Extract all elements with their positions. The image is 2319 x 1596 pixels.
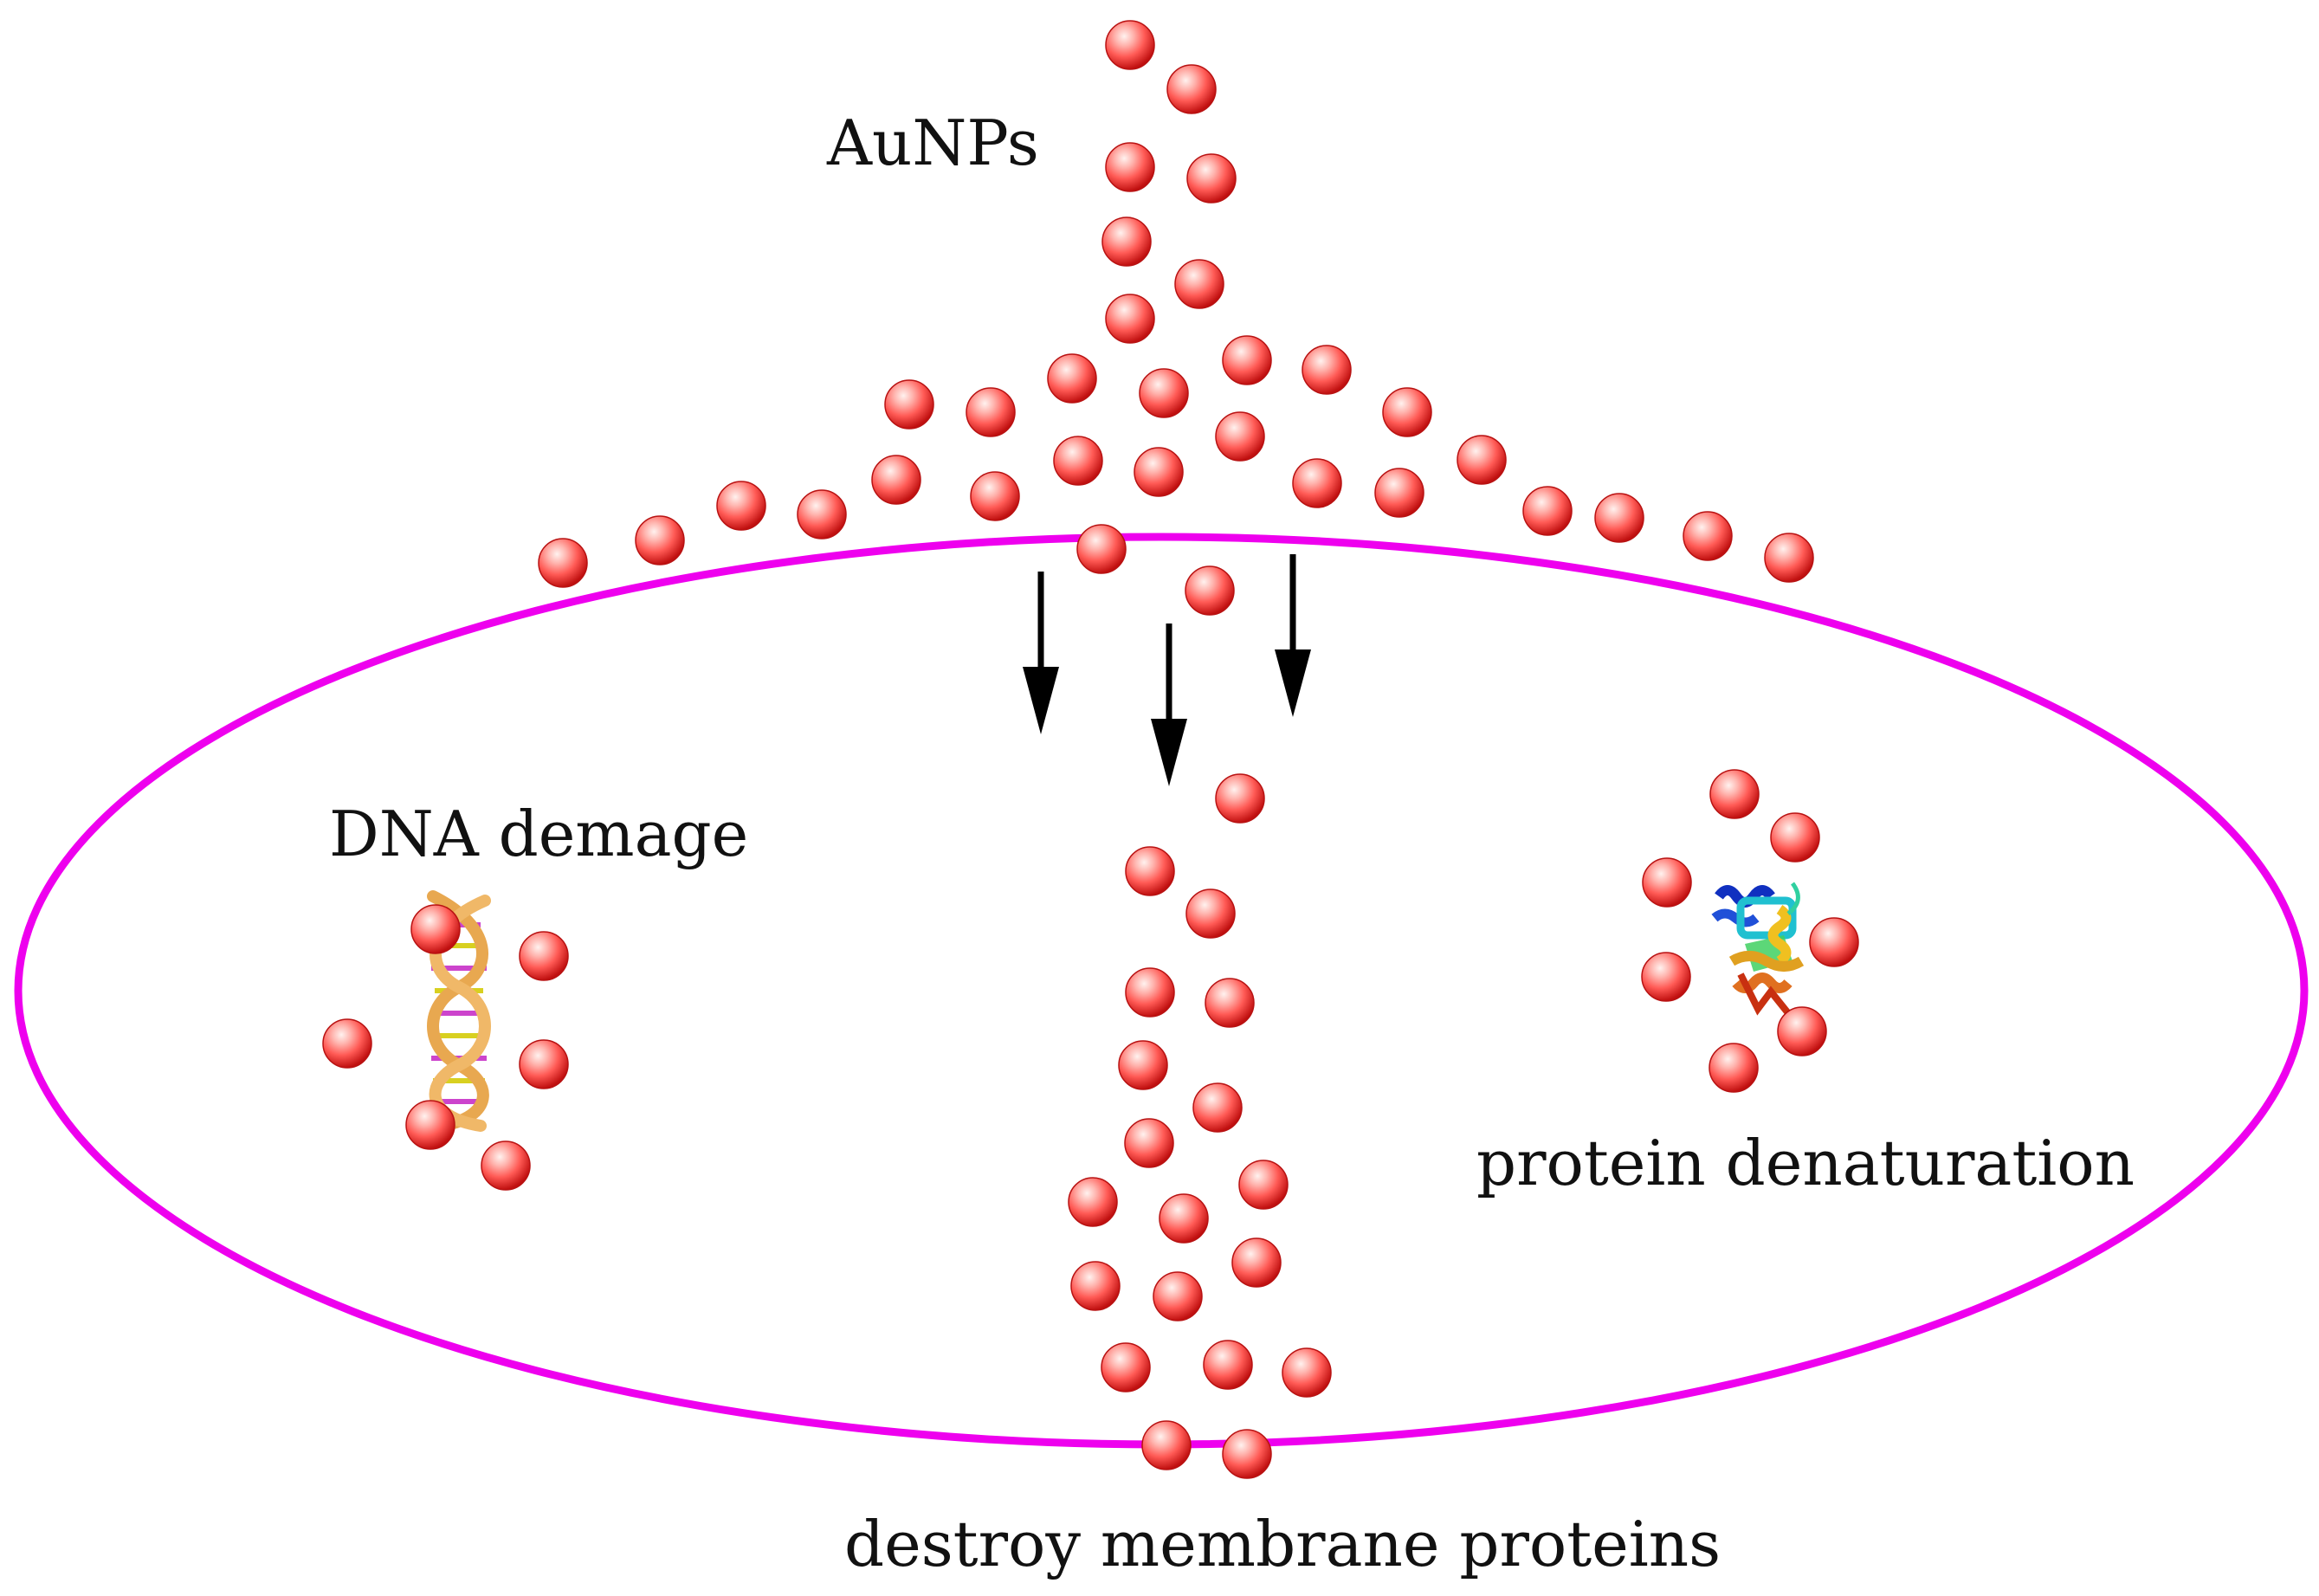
- gold-nanoparticle-icon: [1053, 436, 1103, 486]
- gold-nanoparticle-icon: [1374, 468, 1424, 518]
- gold-nanoparticle-icon: [1141, 1420, 1192, 1470]
- gold-nanoparticle-icon: [1153, 1271, 1203, 1321]
- gold-nanoparticle-icon: [1282, 1347, 1332, 1398]
- aunps-label: AuNPs: [826, 107, 1039, 179]
- gold-nanoparticle-icon: [1222, 335, 1272, 385]
- gold-nanoparticle-icon: [1292, 458, 1342, 508]
- gold-nanoparticle-icon: [1105, 294, 1155, 344]
- gold-nanoparticle-icon: [322, 1018, 372, 1069]
- gold-nanoparticle-icon: [1709, 1043, 1759, 1093]
- gold-nanoparticle-icon: [1594, 493, 1644, 543]
- dna-damage-label: DNA demage: [329, 798, 748, 870]
- gold-nanoparticle-icon: [1105, 142, 1155, 192]
- gold-nanoparticle-icon: [1222, 1429, 1272, 1479]
- gold-nanoparticle-icon: [1641, 952, 1691, 1002]
- gold-nanoparticle-icon: [1764, 533, 1814, 583]
- gold-nanoparticle-icon: [1166, 64, 1217, 114]
- gold-nanoparticle-icon: [1125, 967, 1175, 1018]
- membrane-proteins-label: destroy membrane proteins: [844, 1508, 1721, 1580]
- gold-nanoparticle-icon: [1159, 1193, 1209, 1244]
- gold-nanoparticle-icon: [1770, 812, 1820, 863]
- gold-nanoparticle-icon: [970, 471, 1020, 521]
- gold-nanoparticle-icon: [1642, 857, 1692, 908]
- gold-nanoparticle-icon: [1125, 846, 1175, 896]
- gold-nanoparticle-icon: [1101, 1342, 1151, 1392]
- gold-nanoparticle-icon: [1382, 387, 1432, 437]
- gold-nanoparticle-icon: [884, 379, 934, 430]
- gold-nanoparticle-icon: [1302, 345, 1352, 395]
- gold-nanoparticle-icon: [1809, 917, 1859, 967]
- particle-group: [322, 20, 1859, 1479]
- gold-nanoparticle-icon: [635, 515, 685, 565]
- gold-nanoparticle-icon: [519, 931, 569, 981]
- gold-nanoparticle-icon: [797, 489, 847, 540]
- gold-nanoparticle-icon: [716, 481, 766, 531]
- down-arrow-icon: [1275, 554, 1311, 717]
- gold-nanoparticle-icon: [1457, 435, 1507, 485]
- gold-nanoparticle-icon: [1118, 1040, 1168, 1090]
- gold-nanoparticle-icon: [1215, 411, 1265, 462]
- gold-nanoparticle-icon: [1203, 1340, 1253, 1390]
- gold-nanoparticle-icon: [1231, 1237, 1282, 1288]
- gold-nanoparticle-icon: [1185, 565, 1235, 616]
- gold-nanoparticle-icon: [1777, 1006, 1827, 1056]
- gold-nanoparticle-icon: [1124, 1118, 1174, 1168]
- gold-nanoparticle-icon: [1709, 769, 1760, 819]
- gold-nanoparticle-icon: [1192, 1082, 1243, 1133]
- gold-nanoparticle-icon: [1076, 524, 1127, 574]
- gold-nanoparticle-icon: [1047, 353, 1097, 404]
- down-arrow-icon: [1151, 624, 1187, 786]
- gold-nanoparticle-icon: [871, 455, 921, 505]
- gold-nanoparticle-icon: [410, 904, 461, 954]
- gold-nanoparticle-icon: [481, 1140, 531, 1191]
- gold-nanoparticle-icon: [1215, 773, 1265, 824]
- gold-nanoparticle-icon: [1101, 216, 1152, 267]
- gold-nanoparticle-icon: [966, 387, 1016, 437]
- gold-nanoparticle-icon: [1522, 486, 1573, 536]
- gold-nanoparticle-icon: [1185, 888, 1236, 939]
- gold-nanoparticle-icon: [1205, 978, 1255, 1028]
- gold-nanoparticle-icon: [405, 1100, 455, 1150]
- gold-nanoparticle-icon: [1068, 1177, 1118, 1227]
- gold-nanoparticle-icon: [1105, 20, 1155, 70]
- gold-nanoparticle-icon: [1238, 1160, 1289, 1210]
- protein-denaturation-label: protein denaturation: [1476, 1127, 2135, 1199]
- gold-nanoparticle-icon: [1174, 259, 1224, 309]
- down-arrow-icon: [1023, 572, 1059, 734]
- gold-nanoparticle-icon: [1070, 1261, 1121, 1311]
- gold-nanoparticle-icon: [519, 1039, 569, 1089]
- gold-nanoparticle-icon: [1139, 368, 1189, 418]
- gold-nanoparticle-icon: [1186, 153, 1237, 204]
- gold-nanoparticle-icon: [538, 538, 588, 588]
- gold-nanoparticle-icon: [1683, 511, 1733, 561]
- gold-nanoparticle-icon: [1134, 447, 1184, 497]
- protein-ribbon-icon: [1711, 882, 1805, 1016]
